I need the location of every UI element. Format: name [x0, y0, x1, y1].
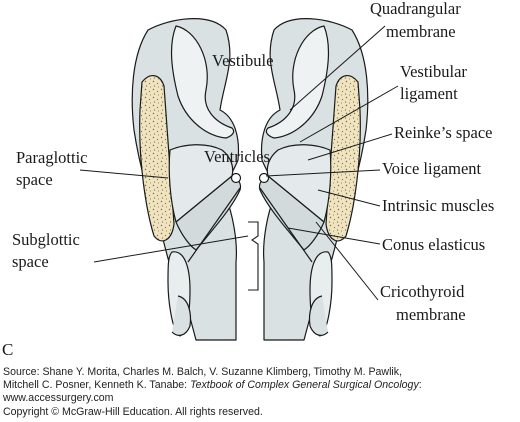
label-vestibular-line1: Vestibular: [400, 62, 467, 81]
left-ventricle: [168, 144, 234, 223]
right-ventricle: [266, 144, 332, 223]
source-footer: Source: Shane Y. Morita, Charles M. Balc…: [3, 366, 517, 419]
label-cricothyroid-line2: membrane: [396, 305, 466, 324]
right-vestibular-fold: [265, 25, 330, 139]
label-subglottic-line2: space: [12, 252, 49, 271]
label-quadrangular-line1: Quadrangular: [370, 0, 461, 18]
label-voice-ligament: Voice ligament: [382, 159, 482, 178]
label-cricothyroid-line1: Cricothyroid: [380, 282, 465, 301]
label-intrinsic-muscles: Intrinsic muscles: [382, 196, 494, 215]
label-quadrangular-line2: membrane: [386, 22, 456, 41]
footer-line-1: Source: Shane Y. Morita, Charles M. Balc…: [3, 366, 403, 378]
left-vestibular-fold: [170, 25, 235, 139]
subglottic-bracket: [248, 221, 259, 291]
left-voice-ligament: [230, 172, 242, 184]
panel-letter: C: [2, 340, 13, 359]
label-reinkes-space: Reinke’s space: [394, 123, 493, 142]
footer-colon: :: [418, 379, 422, 392]
footer-book-title: Textbook of Complex General Surgical Onc…: [190, 379, 419, 392]
right-voice-ligament: [258, 172, 270, 184]
left-larynx-half: [131, 18, 242, 341]
label-paraglottic-line2: space: [16, 170, 53, 189]
label-vestibular-line2: ligament: [400, 84, 458, 103]
right-larynx-half: [258, 18, 369, 341]
label-paraglottic-line1: Paraglottic: [16, 148, 87, 167]
footer-url[interactable]: www.accessurgery.com: [3, 392, 114, 405]
footer-copyright: Copyright © McGraw-Hill Education. All r…: [3, 405, 263, 418]
right-paraglottic-fat: [325, 75, 361, 242]
label-ventricles: Ventricles: [204, 147, 270, 166]
leader-lines: [79, 25, 399, 301]
label-subglottic-line1: Subglottic: [12, 230, 80, 249]
larynx-illustration: Vestibule Ventricles Paraglottic space S…: [2, 0, 494, 359]
label-conus-elasticus: Conus elasticus: [382, 235, 485, 254]
label-vestibule: Vestibule: [212, 51, 273, 70]
left-paraglottic-fat: [139, 75, 175, 242]
footer-line-2: Mitchell C. Posner, Kenneth K. Tanabe: T…: [3, 379, 517, 392]
footer-authors: Mitchell C. Posner, Kenneth K. Tanabe:: [3, 379, 191, 392]
